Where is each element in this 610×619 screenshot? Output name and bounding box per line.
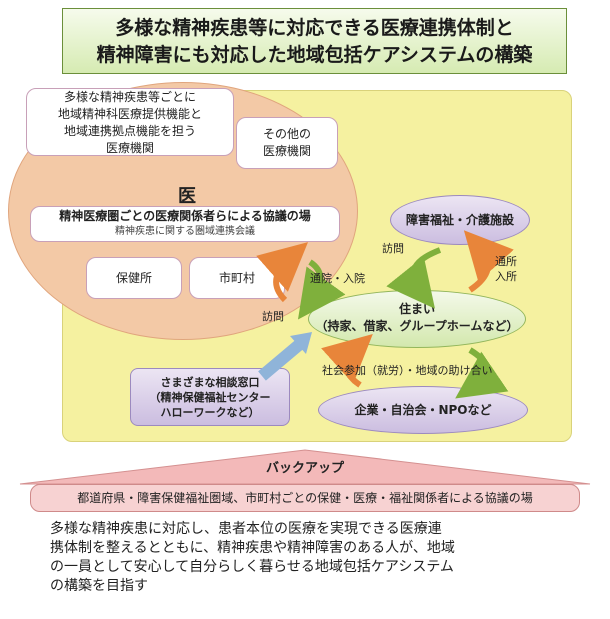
backup-label: バックアップ (265, 461, 344, 476)
hospital-outbound-arrow (256, 242, 309, 303)
footer-text: 多様な精神疾患に対応し、患者本位の医療を実現できる医療連 携体制を整えるとともに… (50, 521, 455, 594)
page-title: 多様な精神疾患等に対応できる医療連携体制と 精神障害にも対応した地域包括ケアシス… (62, 8, 567, 74)
medical-area-council: 精神医療圏ごとの医療関係者らによる協議の場 精神疾患に関する圏域連携会議 (30, 206, 340, 242)
community-up-arrow (321, 333, 373, 388)
community-down-arrow (455, 347, 509, 399)
label-tsusho: 通所 (495, 255, 517, 268)
prefecture-council-bar: 都道府県・障害保健福祉圏域、市町村ごとの保健・医療・福祉関係者による協議の場 (30, 484, 580, 512)
health-center-box: 保健所 (86, 257, 182, 299)
label-homon-left: 訪問 (262, 310, 284, 323)
specialized-institutions-box: 多様な精神疾患等ごとに 地域精神科医療提供機能と 地域連携拠点機能を担う 医療機… (26, 88, 234, 156)
label-shakai: 社会参加（就労）・地域の助け合い (322, 364, 493, 377)
consultation-box: さまざまな相談窓口 （精神保健福祉センター ハローワークなど） (130, 368, 290, 426)
hospital-inbound-arrow (297, 259, 346, 320)
facility-up-arrow (463, 230, 514, 293)
label-homon-right: 訪問 (382, 242, 404, 255)
label-tsuin: 通院・入院 (310, 272, 365, 285)
label-nyusho: 入所 (495, 270, 517, 283)
other-institutions-box: その他の 医療機関 (236, 117, 338, 169)
consultation-arrowhead (290, 332, 312, 354)
consultation-arrow (258, 339, 304, 381)
facility-down-arrow (386, 247, 442, 309)
